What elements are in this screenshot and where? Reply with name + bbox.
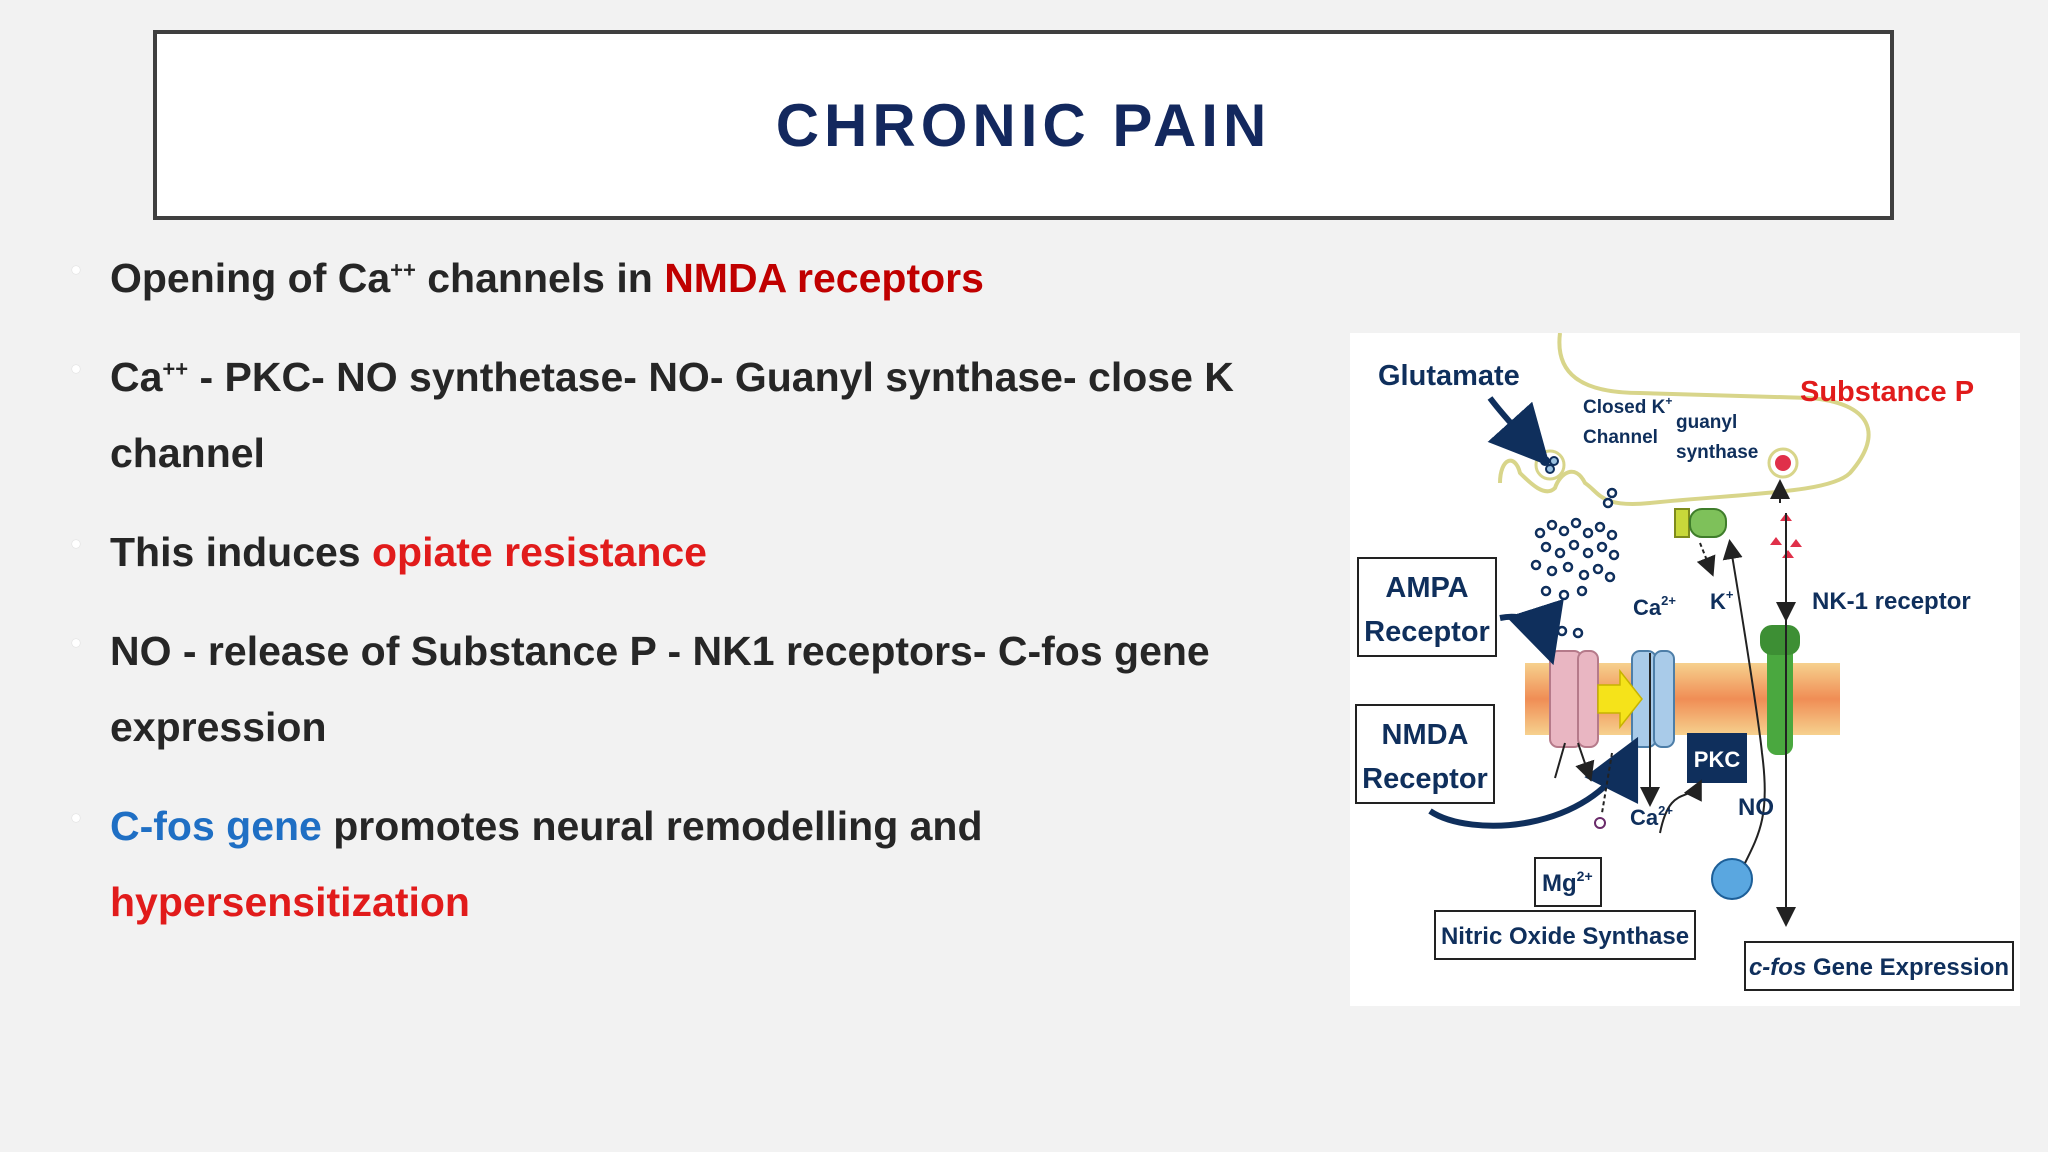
ca-upper-label: Ca2+ (1633, 593, 1676, 620)
ampa-arrow (1499, 598, 1564, 666)
presynaptic-terminal (1498, 333, 1871, 506)
nos-label: Nitric Oxide Synthase (1441, 923, 1689, 950)
cfos-label-box (1744, 941, 2014, 991)
guanyl-label: guanyl (1676, 412, 1737, 433)
cfos-label: c-fos Gene Expression (1749, 954, 2009, 981)
highlight-opiate-resistance: opiate resistance (372, 529, 707, 575)
pkc-arrow (1659, 779, 1702, 834)
nmda-label: NMDA (1382, 719, 1469, 751)
bullet-list: Opening of Ca++ channels in NMDA recepto… (72, 240, 1322, 963)
ampa-label-box (1357, 557, 1497, 657)
no-loop-arrow (1722, 539, 1766, 864)
k-efflux-arrow (1696, 542, 1716, 577)
k-channel (1674, 508, 1727, 538)
bullet-item: Opening of Ca++ channels in NMDA recepto… (72, 240, 1322, 316)
mg-ion (1594, 817, 1606, 829)
ampa-inner-arrows (1554, 742, 1590, 778)
highlight-nmda-receptors: NMDA receptors (664, 255, 984, 301)
closed-k-channel-label-2: Channel (1583, 427, 1658, 448)
released-glutamate (1530, 487, 1620, 639)
yellow-influx-arrow (1597, 668, 1643, 730)
bullet-dot (72, 814, 80, 822)
ampa-receptor-label: Receptor (1364, 616, 1490, 648)
bullet-item: C-fos gene promotes neural remodelling a… (72, 788, 1322, 940)
nos-label-box (1434, 910, 1696, 960)
bullet-dot (72, 540, 80, 548)
nk1-receptor-label: NK-1 receptor (1812, 588, 1971, 615)
ca-lower-label: Ca2+ (1630, 803, 1673, 830)
mg-label-box (1534, 857, 1602, 907)
glutamate-arrow (1487, 396, 1551, 467)
mg-label: Mg2+ (1542, 868, 1593, 897)
pkc-label: PKC (1694, 747, 1741, 772)
bullet-item: This induces opiate resistance (72, 514, 1322, 590)
nmda-arrow (1428, 736, 1639, 829)
k-ion-label: K+ (1710, 587, 1734, 614)
no-label: NO (1738, 794, 1774, 821)
title-box: CHRONIC PAIN (153, 30, 1894, 220)
highlight-hypersensitization: hypersensitization (110, 879, 470, 925)
nmda-label-box (1355, 704, 1495, 804)
glutamate-label: Glutamate (1378, 360, 1520, 392)
ampa-label: AMPA (1385, 572, 1468, 604)
synthase-label: synthase (1676, 442, 1758, 463)
substance-p-molecule (1775, 455, 1791, 471)
closed-k-channel-label: Closed K+ (1583, 394, 1672, 418)
ampa-channel (1549, 650, 1599, 748)
bullet-dot (72, 266, 80, 274)
bullet-item: Ca++ - PKC- NO synthetase- NO- Guanyl sy… (72, 339, 1322, 491)
bullet-dot (72, 365, 80, 373)
highlight-cfos-gene: C-fos gene (110, 803, 322, 849)
bullet-dot (72, 639, 80, 647)
slide-title: CHRONIC PAIN (775, 91, 1272, 159)
substance-p-label: Substance P (1800, 376, 1974, 408)
nmda-receptor-label: Receptor (1362, 763, 1488, 795)
pkc-box (1687, 733, 1747, 783)
nos-sphere (1711, 858, 1753, 900)
bullet-item: NO - release of Substance P - NK1 recept… (72, 613, 1322, 765)
synapse-diagram: PKC Glutamate Closed K+ Channel guanyl s… (1350, 333, 2020, 1006)
mg-dashed-line (1601, 752, 1613, 814)
synapse-diagram-svg: PKC Glutamate Closed K+ Channel guanyl s… (1355, 333, 2014, 991)
